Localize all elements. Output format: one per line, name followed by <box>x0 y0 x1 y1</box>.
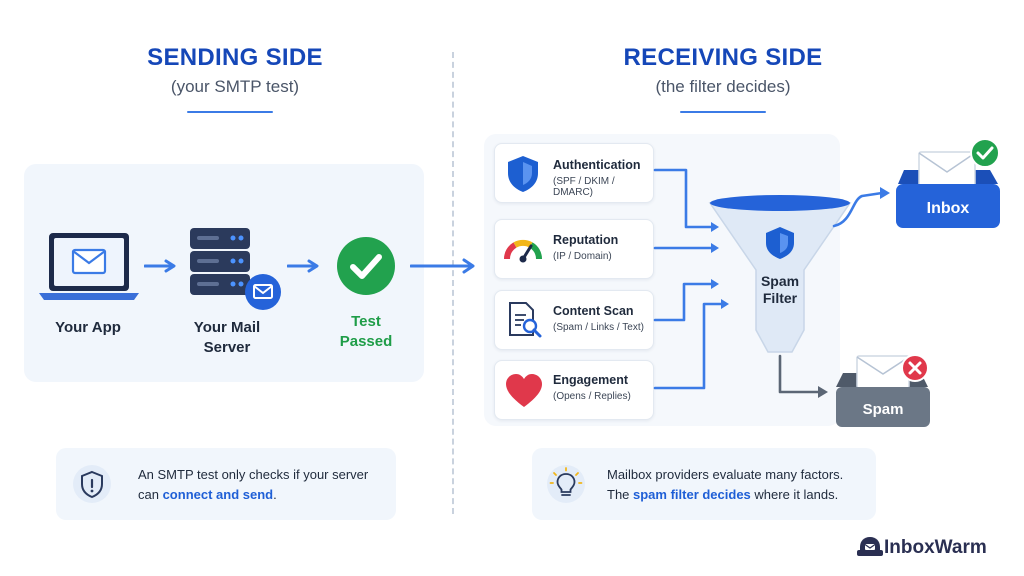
shield-info-icon <box>73 465 111 503</box>
sending-side-title: SENDING SIDE <box>147 44 323 71</box>
spam-connector <box>778 354 822 394</box>
factor-connectors <box>653 168 724 390</box>
document-search-icon <box>509 302 542 338</box>
note-plain-text: The <box>607 487 634 502</box>
receiving-note-line-1: Mailbox providers evaluate many factors. <box>607 467 844 482</box>
factor-engagement-text: Engagement (Opens / Replies) <box>553 373 653 402</box>
arrow-to-receiving-icon <box>410 258 475 274</box>
sending-note-line-1: An SMTP test only checks if your server <box>138 467 369 482</box>
sending-side-subtitle: (your SMTP test) <box>170 77 300 96</box>
receiving-note-line-2: The spam filter decides where it lands. <box>607 485 869 505</box>
inbox-tray-icon <box>896 151 1000 228</box>
your-mail-server-label: Your Mail Server <box>180 318 274 358</box>
spam-arrowhead <box>818 386 828 398</box>
spam-label: Spam <box>862 401 904 418</box>
sending-title-underline <box>187 111 273 113</box>
note-highlight-text: connect and send <box>162 487 274 502</box>
funnel-icon <box>708 195 852 353</box>
inboxwarm-logo-icon <box>857 537 883 556</box>
factor-content-scan-text: Content Scan (Spam / Links / Text) <box>553 304 653 333</box>
factor-card-reputation <box>494 219 654 279</box>
note-plain-text: can <box>138 487 163 502</box>
factor-subtitle: (Opens / Replies) <box>553 391 631 402</box>
gauge-icon <box>503 239 543 263</box>
filter-label-line-1: Spam <box>760 273 800 289</box>
factor-title: Reputation <box>553 233 619 247</box>
receiving-note-text: Mailbox providers evaluate many factors.… <box>607 465 869 505</box>
sending-note-text: An SMTP test only checks if your server … <box>138 465 388 505</box>
receiving-note-box <box>532 448 876 520</box>
factor-reputation-text: Reputation (IP / Domain) <box>553 233 653 262</box>
factor-subtitle: (Spam / Links / Text) <box>553 322 644 333</box>
server-label-line-2: Server <box>203 339 251 356</box>
your-app-label: Your App <box>55 319 121 336</box>
factor-title: Authentication <box>553 158 641 172</box>
factor-subtitle: (IP / Domain) <box>553 251 612 262</box>
test-label-line-2: Passed <box>339 333 393 350</box>
arrow-right-icon <box>144 259 176 273</box>
receiving-side-subtitle: (the filter decides) <box>655 77 791 96</box>
factor-card-authentication <box>494 143 654 203</box>
note-end-text: . <box>273 487 277 502</box>
note-highlight-text: spam filter decides <box>633 487 751 502</box>
connector-arrowheads <box>711 222 729 309</box>
factor-title: Engagement <box>553 373 629 387</box>
test-label-line-1: Test <box>351 313 381 330</box>
sending-note-line-2: can connect and send. <box>138 485 388 505</box>
sending-note-box <box>56 448 396 520</box>
spam-tray-icon <box>836 355 930 427</box>
filter-label-line-2: Filter <box>762 290 798 306</box>
note-end-text: where it lands. <box>750 487 839 502</box>
heart-icon <box>506 374 542 407</box>
check-circle-icon <box>337 237 395 295</box>
inbox-arrowhead <box>880 187 890 199</box>
receiving-title-underline <box>680 111 766 113</box>
lightbulb-icon <box>547 465 585 503</box>
factor-authentication-text: Authentication (SPF / DKIM / DMARC) <box>553 158 653 198</box>
receiving-side-title: RECEIVING SIDE <box>623 44 823 71</box>
server-icon <box>190 228 281 310</box>
shield-icon <box>508 156 538 192</box>
funnel-shield-icon <box>766 227 794 259</box>
inbox-connector <box>832 191 884 228</box>
spam-filter-label: Spam Filter <box>742 273 818 307</box>
arrow-right-icon <box>287 259 319 273</box>
inbox-check-icon <box>970 138 1000 168</box>
inbox-label: Inbox <box>926 200 970 217</box>
center-divider <box>452 52 454 514</box>
test-passed-label: Test Passed <box>326 312 406 352</box>
spam-x-icon <box>901 354 929 382</box>
factor-title: Content Scan <box>553 304 634 318</box>
brand-name: InboxWarm <box>884 537 987 558</box>
factor-subtitle: (SPF / DKIM / DMARC) <box>553 176 615 198</box>
laptop-icon <box>39 233 139 300</box>
server-label-line-1: Your Mail <box>193 319 261 336</box>
